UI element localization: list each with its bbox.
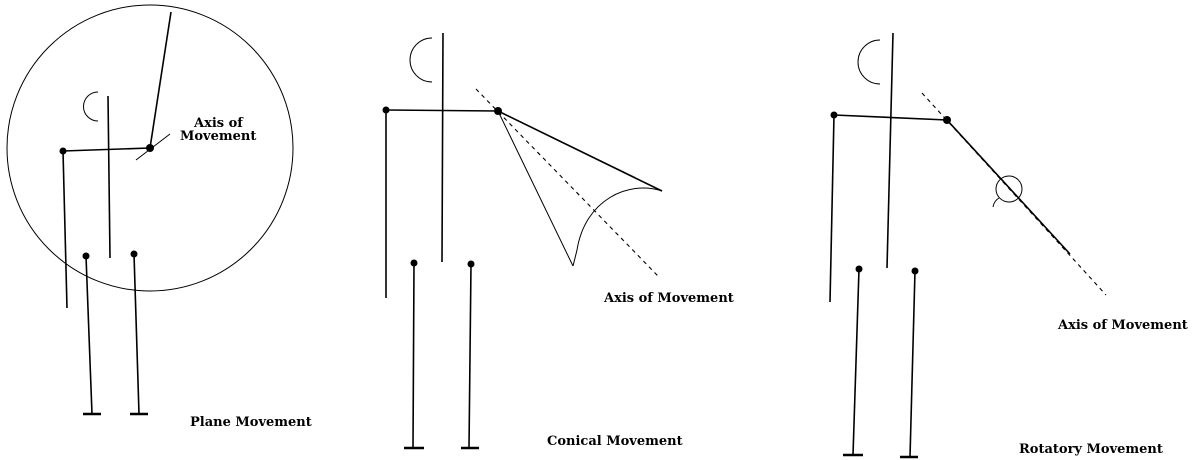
hip-joint bbox=[911, 267, 919, 275]
shoulder-line bbox=[62, 147, 151, 152]
hip-joint bbox=[410, 259, 418, 267]
conical-movement-caption: Conical Movement bbox=[547, 434, 683, 449]
hip-joint bbox=[130, 250, 138, 258]
leg-line bbox=[909, 270, 916, 458]
head-outline bbox=[409, 37, 433, 83]
leg-line bbox=[412, 262, 415, 449]
body-line bbox=[886, 32, 894, 269]
body-line bbox=[441, 32, 444, 263]
rotation-indicator-tick bbox=[992, 197, 1000, 208]
raised-arm-line bbox=[149, 11, 172, 149]
cone-upper-edge bbox=[497, 110, 663, 192]
cone-base-arc bbox=[572, 187, 663, 267]
rotation-indicator bbox=[995, 175, 1023, 203]
head-outline bbox=[857, 39, 881, 85]
leg-line bbox=[852, 268, 860, 456]
hip-joint bbox=[82, 252, 90, 260]
axis-of-movement-label: Movement bbox=[180, 129, 257, 144]
shoulder-line bbox=[385, 109, 499, 112]
shoulder-joint bbox=[943, 116, 951, 124]
axis-of-movement-line bbox=[475, 88, 659, 277]
shoulder-joint bbox=[59, 147, 67, 155]
rotatory-movement-caption: Rotatory Movement bbox=[1019, 442, 1163, 457]
head-outline bbox=[83, 91, 99, 122]
shoulder-joint bbox=[830, 111, 838, 119]
shoulder-joint bbox=[494, 107, 502, 115]
left-arm-line bbox=[62, 150, 68, 309]
plane-movement-caption: Plane Movement bbox=[190, 415, 312, 430]
shoulder-line bbox=[833, 114, 948, 121]
rotatory-movement-figure bbox=[829, 32, 1107, 459]
leg-line bbox=[85, 255, 93, 415]
plane-movement-figure bbox=[6, 4, 294, 416]
shoulder-joint bbox=[382, 106, 390, 114]
conical-movement-figure bbox=[382, 32, 663, 450]
plane-of-movement-circle bbox=[6, 4, 294, 292]
leg-line bbox=[468, 263, 472, 449]
body-line bbox=[107, 95, 111, 259]
axis-of-movement-label: Axis of Movement bbox=[1058, 318, 1188, 333]
leg-line bbox=[133, 253, 140, 415]
axis-of-movement-label: Axis of bbox=[194, 116, 243, 131]
axis-of-movement-label: Axis of Movement bbox=[604, 291, 734, 306]
hip-joint bbox=[467, 260, 475, 268]
hip-joint bbox=[855, 265, 863, 273]
shoulder-joint bbox=[146, 144, 154, 152]
left-arm-line bbox=[829, 114, 835, 303]
cone-lower-edge bbox=[497, 110, 574, 267]
axis-of-movement-line bbox=[921, 92, 1107, 296]
